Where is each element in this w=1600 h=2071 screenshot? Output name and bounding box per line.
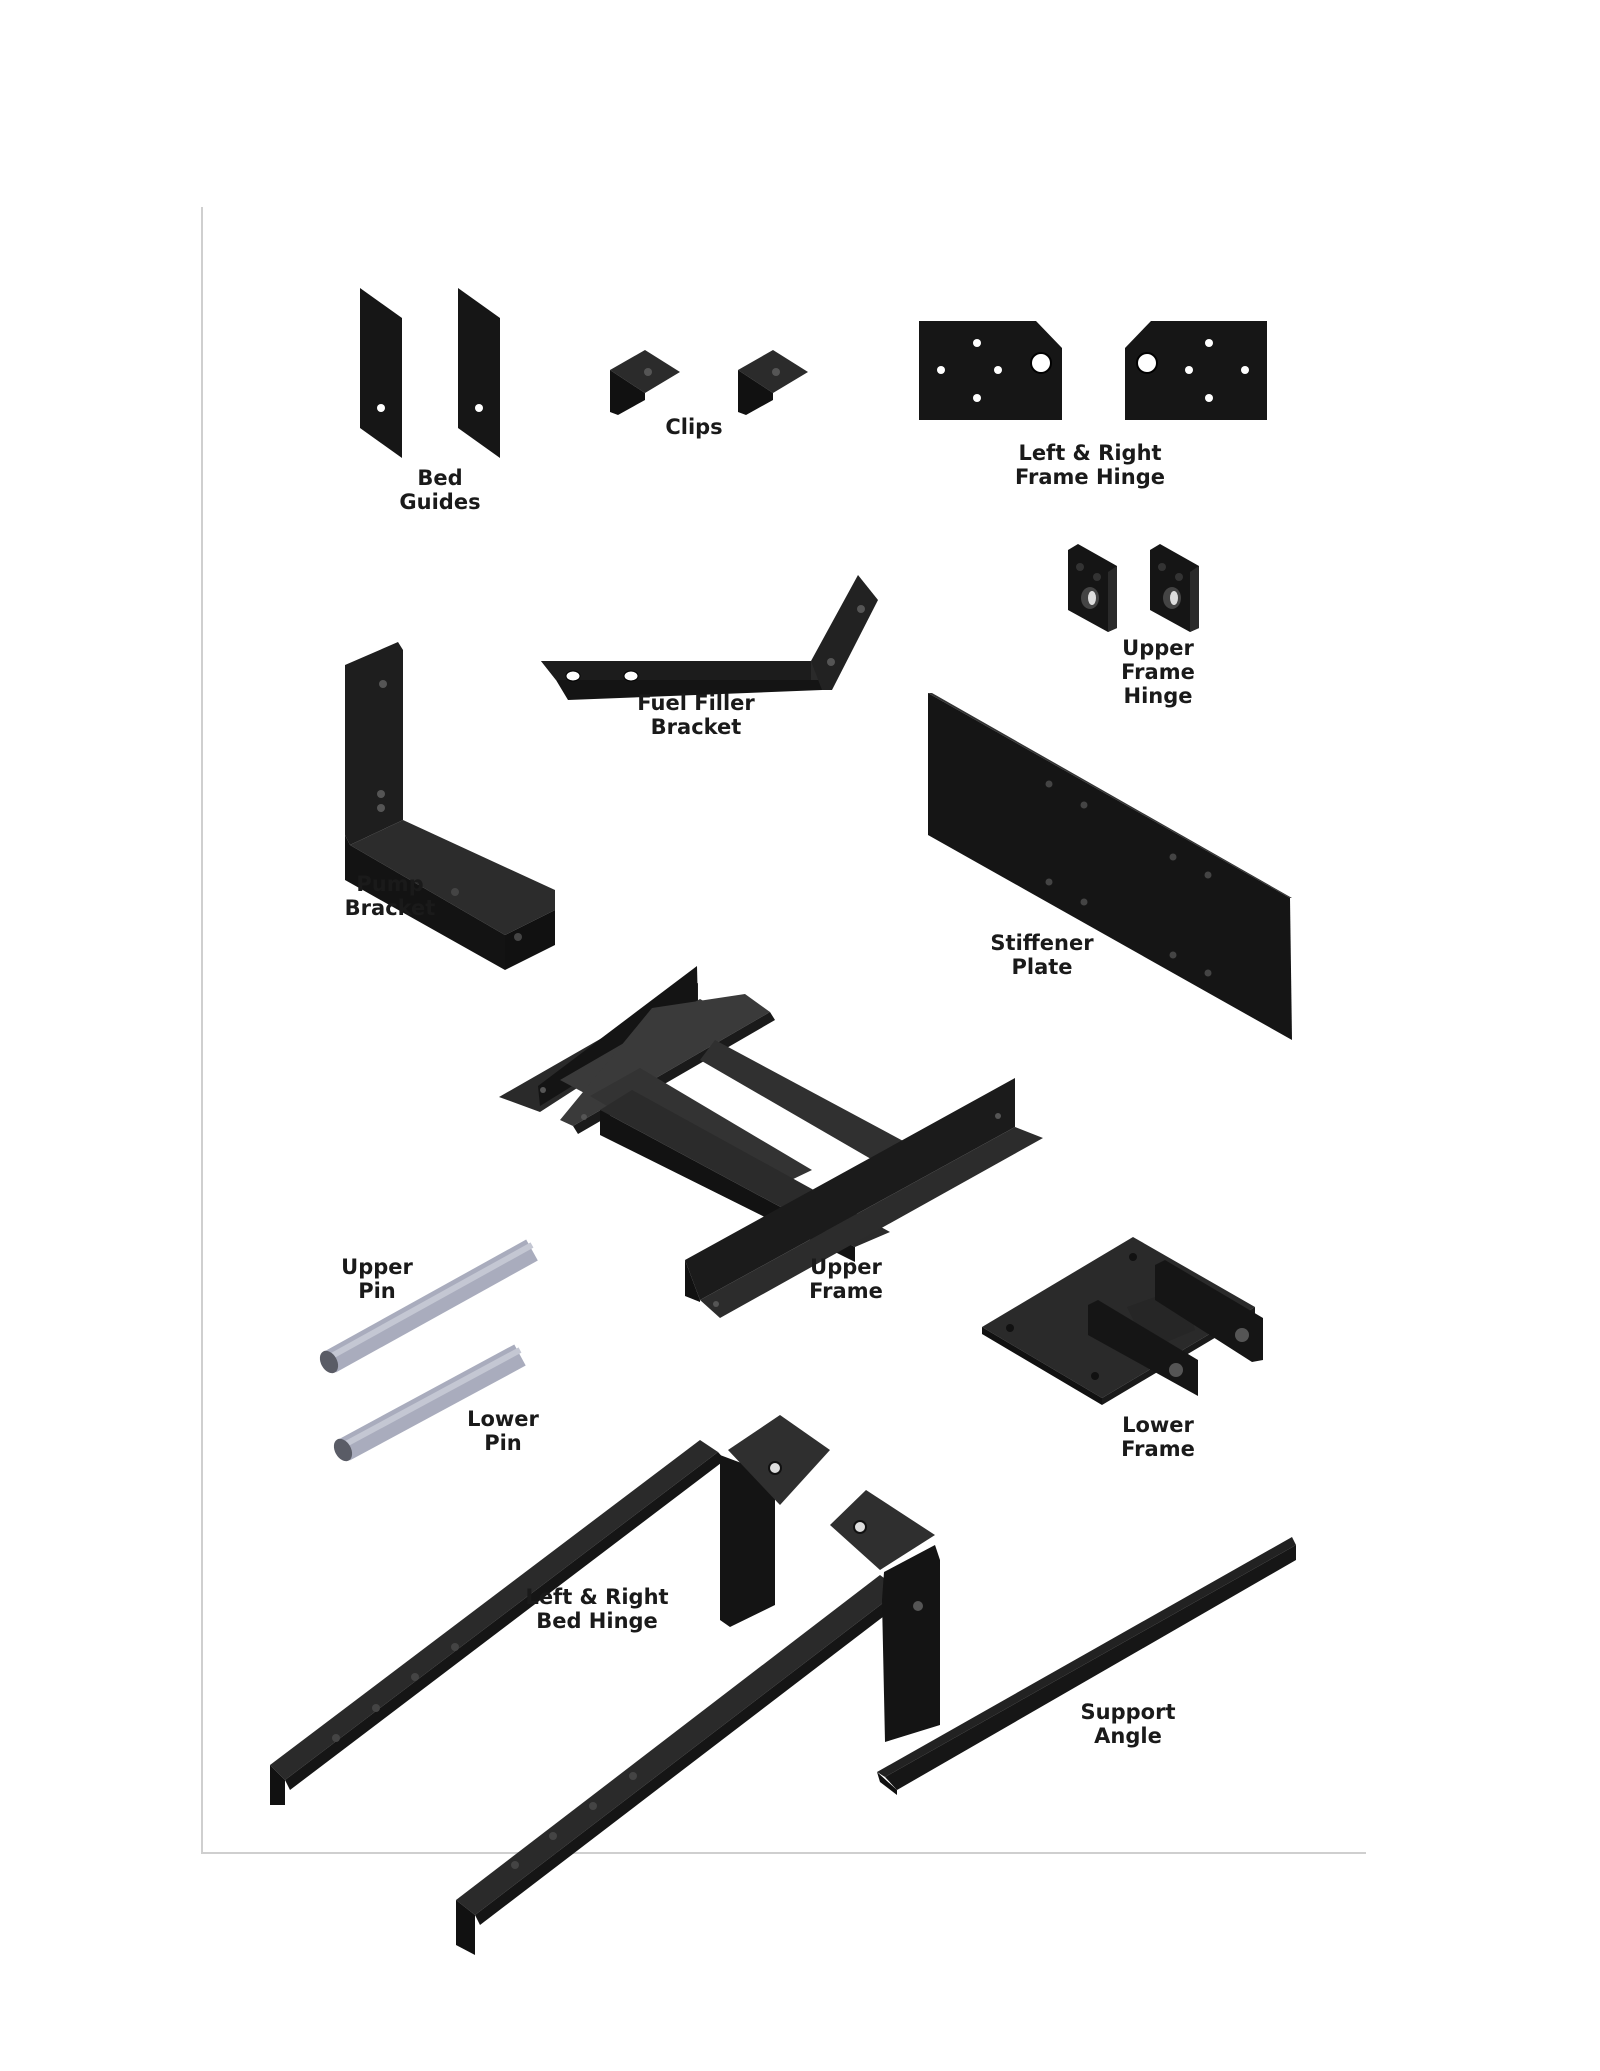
upper-pin-illustration [319, 1239, 538, 1374]
label-line: Pump [356, 872, 424, 896]
label-line: Support [1080, 1700, 1176, 1724]
upper-frame-hinge-illustration [1068, 544, 1199, 632]
label-line: Upper [341, 1255, 413, 1279]
label-support-angle: Support Angle [1081, 1700, 1176, 1748]
label-line: Bracket [344, 896, 436, 920]
clips-illustration [610, 350, 808, 415]
label-bed-hinge: Left & Right Bed Hinge [525, 1585, 668, 1633]
label-line: Stiffener [990, 931, 1094, 955]
label-line: Hinge [1123, 684, 1193, 708]
label-line: Left & Right [525, 1585, 669, 1609]
label-line: Bed [417, 466, 463, 490]
bed-hinge-illustration [270, 1415, 940, 1955]
bed-guides-illustration [360, 288, 500, 458]
label-line: Pin [358, 1279, 396, 1303]
label-line: Bracket [650, 715, 742, 739]
frame-hinge-illustration [919, 321, 1267, 420]
fuel-filler-bracket-illustration [541, 575, 878, 700]
label-line: Guides [399, 490, 481, 514]
label-upper-pin: Upper Pin [341, 1255, 413, 1303]
lower-frame-illustration [982, 1237, 1263, 1405]
label-stiffener-plate: Stiffener Plate [990, 931, 1093, 979]
label-line: Frame [1121, 1437, 1195, 1461]
label-upper-frame-hinge: Upper Frame Hinge [1121, 636, 1195, 708]
label-line: Left & Right [1018, 441, 1162, 465]
label-bed-guides: Bed Guides [399, 466, 480, 514]
label-line: Lower [467, 1407, 539, 1431]
label-fuel-filler-bracket: Fuel Filler Bracket [637, 691, 755, 739]
label-upper-frame: Upper Frame [809, 1255, 883, 1303]
label-clips: Clips [665, 415, 722, 439]
label-line: Bed Hinge [536, 1609, 658, 1633]
label-line: Frame Hinge [1015, 465, 1165, 489]
pump-bracket-illustration [345, 642, 555, 970]
label-line: Clips [665, 415, 723, 439]
label-lower-pin: Lower Pin [467, 1407, 539, 1455]
label-line: Upper [810, 1255, 882, 1279]
label-lower-frame: Lower Frame [1121, 1413, 1195, 1461]
label-line: Frame [809, 1279, 883, 1303]
support-angle-illustration [877, 1537, 1296, 1795]
label-frame-hinge: Left & Right Frame Hinge [1015, 441, 1165, 489]
upper-frame-illustration [499, 966, 1043, 1318]
label-line: Angle [1094, 1724, 1162, 1748]
label-line: Fuel Filler [637, 691, 755, 715]
label-line: Upper [1122, 636, 1194, 660]
label-line: Lower [1122, 1413, 1194, 1437]
label-line: Pin [484, 1431, 522, 1455]
label-pump-bracket: Pump Bracket [345, 872, 436, 920]
page-border-bottom [201, 1852, 1366, 1854]
label-line: Plate [1011, 955, 1073, 979]
stiffener-plate-illustration [928, 693, 1292, 1040]
label-line: Frame [1121, 660, 1195, 684]
lower-pin-illustration [333, 1344, 526, 1462]
page-border-left [201, 207, 203, 1854]
